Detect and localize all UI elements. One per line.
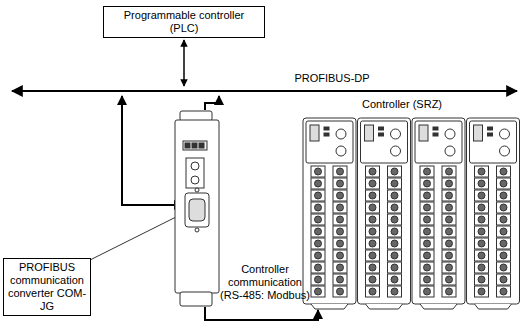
part-name: Controller (SRZ) — [362, 98, 442, 111]
leader-line — [78, 212, 186, 266]
bus-name: PROFIBUS-DP — [294, 72, 369, 85]
bus-drop-out — [205, 96, 219, 110]
link-label: Controller communication (RS-485: Modbus… — [217, 263, 313, 302]
bus-drop-in — [122, 96, 183, 205]
node-text: Programmable controller (PLC) — [118, 9, 250, 35]
process-box: Programmable controller (PLC) — [103, 6, 265, 38]
node-text: PROFIBUS communication converter COM-JG — [7, 261, 87, 313]
converter-device — [175, 111, 219, 306]
controller-module — [467, 118, 520, 309]
controller-module — [412, 118, 465, 309]
plc-bus-link — [183, 40, 185, 86]
bus-line — [12, 90, 517, 92]
controller-modules — [303, 118, 520, 309]
controller-module — [303, 118, 356, 309]
callout-box: PROFIBUS communication converter COM-JG — [3, 258, 91, 316]
rs485-line — [205, 307, 318, 320]
controller-module — [358, 118, 411, 309]
